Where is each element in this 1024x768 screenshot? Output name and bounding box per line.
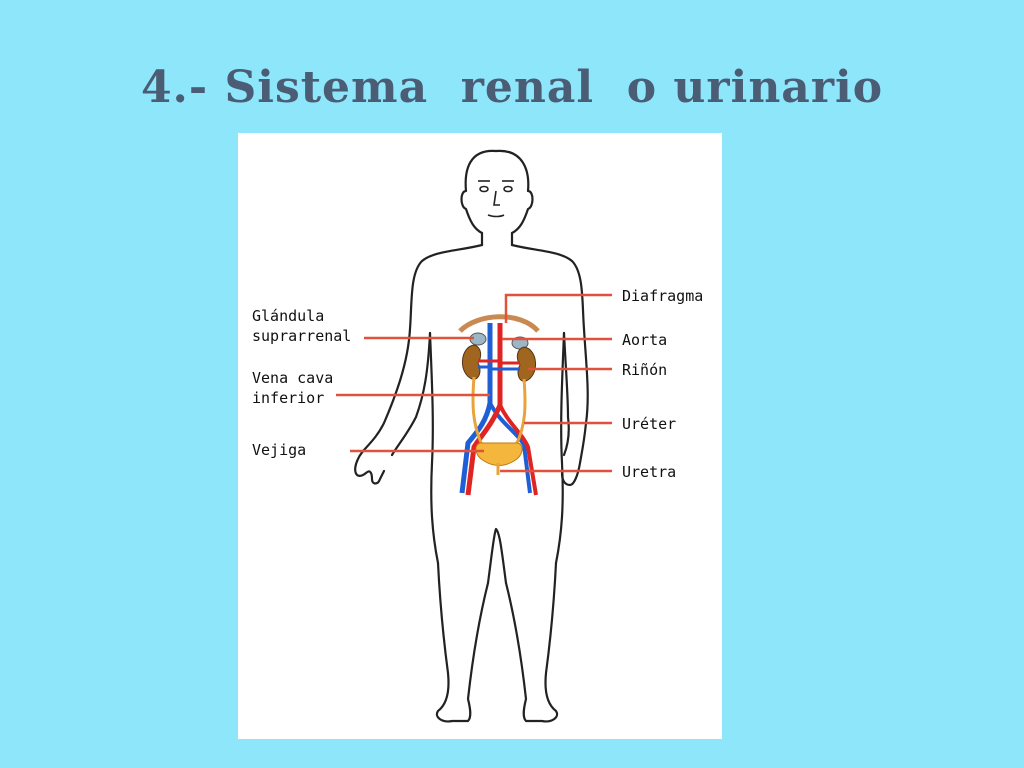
label-vejiga: Vejiga xyxy=(252,441,306,459)
kidney-right xyxy=(516,346,536,382)
vein-branch-right xyxy=(488,402,532,494)
label-aorta: Aorta xyxy=(622,331,667,349)
leader-lines xyxy=(336,293,612,473)
ureter-left xyxy=(471,376,484,446)
label-diafragma: Diafragma xyxy=(622,287,703,305)
label-vena-line2: inferior xyxy=(252,389,324,407)
renal-veins xyxy=(478,365,520,371)
artery-branch-right xyxy=(498,404,538,496)
urinary-system-figure: Glándula suprarrenal Vena cava inferior … xyxy=(238,133,722,739)
diaphragm xyxy=(458,314,540,333)
ureter-right xyxy=(514,378,527,446)
bladder xyxy=(475,442,523,466)
slide-title: 4.- Sistema renal o urinario xyxy=(140,62,884,113)
label-rinon: Riñón xyxy=(622,361,667,379)
label-glandula-line1: Glándula xyxy=(252,307,324,325)
body-outline xyxy=(354,149,589,723)
label-uretra: Uretra xyxy=(622,463,676,481)
face xyxy=(478,180,514,218)
body-diagram: Glándula suprarrenal Vena cava inferior … xyxy=(252,149,703,723)
renal-vessels xyxy=(478,359,520,365)
label-glandula-line2: suprarrenal xyxy=(252,327,351,345)
leader-diafragma xyxy=(504,293,612,323)
kidney-left xyxy=(462,344,482,380)
label-ureter: Uréter xyxy=(622,415,676,433)
label-vena-line1: Vena cava xyxy=(252,369,333,387)
